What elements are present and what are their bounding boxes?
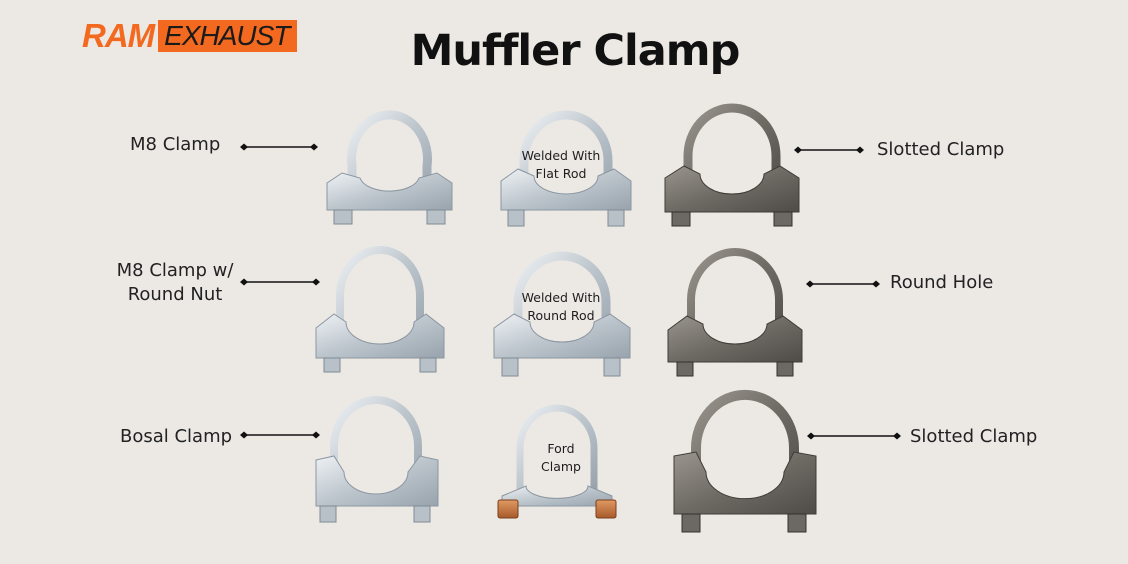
label-m8-round-line1: M8 Clamp w/ xyxy=(116,260,234,281)
welded-flat-rod-clamp-image xyxy=(500,110,632,227)
label-bosal-clamp: Bosal Clamp xyxy=(120,426,233,447)
welded-flat-rod-line1: Welded With xyxy=(521,148,601,163)
slotted-clamp-bottom-image xyxy=(673,389,817,533)
bosal-clamp-image xyxy=(315,396,439,523)
pointer-m8-round-nut xyxy=(240,278,320,286)
ford-clamp-image xyxy=(497,404,617,519)
welded-round-rod-label: Welded With Round Rod xyxy=(513,289,609,325)
m8-clamp-image xyxy=(326,110,453,225)
label-slotted-clamp-bottom: Slotted Clamp xyxy=(910,426,1038,447)
page-title: Muffler Clamp xyxy=(410,26,741,76)
pointer-slotted-bottom xyxy=(807,432,901,440)
m8-clamp-round-nut-image xyxy=(315,246,445,373)
pointer-slotted-top xyxy=(794,146,864,154)
pointer-bosal-clamp xyxy=(240,431,320,439)
label-m8-clamp: M8 Clamp xyxy=(130,134,221,155)
ford-clamp-label: Ford Clamp xyxy=(531,440,591,476)
round-hole-clamp-image xyxy=(667,248,803,377)
ram-exhaust-logo: RAM EXHAUST xyxy=(82,17,298,54)
welded-round-rod-line2: Round Rod xyxy=(527,308,595,323)
logo-ram-text: RAM xyxy=(82,17,155,54)
welded-flat-rod-label: Welded With Flat Rod xyxy=(513,147,609,183)
welded-round-rod-clamp-image xyxy=(493,251,631,377)
pointer-m8-clamp xyxy=(240,143,318,151)
welded-flat-rod-line2: Flat Rod xyxy=(535,166,587,181)
welded-round-rod-line1: Welded With xyxy=(521,290,601,305)
logo-exhaust-text: EXHAUST xyxy=(158,20,298,52)
label-m8-clamp-round-nut: M8 Clamp w/ Round Nut xyxy=(110,259,240,307)
pointer-round-hole xyxy=(806,280,880,288)
label-m8-round-line2: Round Nut xyxy=(127,284,223,305)
slotted-clamp-top-image xyxy=(664,103,800,227)
ford-clamp-line1: Ford xyxy=(547,441,575,456)
label-slotted-clamp-top: Slotted Clamp xyxy=(877,139,1005,160)
ford-clamp-line2: Clamp xyxy=(541,459,581,474)
label-round-hole: Round Hole xyxy=(890,272,994,293)
